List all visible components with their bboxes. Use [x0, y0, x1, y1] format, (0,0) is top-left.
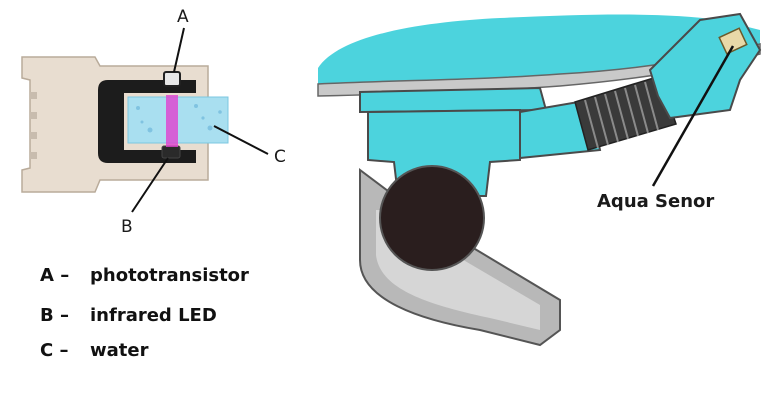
legend-key: B –	[40, 305, 69, 326]
legend-text: water	[90, 340, 149, 361]
legend-item-phototransistor: A – phototransistor	[40, 265, 249, 286]
leader-line-b	[131, 157, 169, 213]
legend-item-water: C – water	[40, 340, 148, 361]
phototransistor-component	[163, 71, 181, 87]
leader-line-a	[173, 27, 185, 73]
legend-text: phototransistor	[90, 265, 249, 286]
callout-c: C	[274, 147, 286, 167]
sensor-module	[21, 27, 269, 213]
drain-collar	[359, 86, 548, 114]
water-bubbles	[136, 104, 222, 133]
aqua-sensor-element	[718, 27, 748, 55]
board-holes	[30, 92, 37, 159]
legend-key: A –	[40, 265, 70, 286]
drain-ball	[379, 165, 485, 271]
legend-text: infrared LED	[90, 305, 217, 326]
leader-line-c	[213, 125, 269, 155]
legend-item-infrared-led: B – infrared LED	[40, 305, 217, 326]
infrared-led-component	[161, 145, 181, 159]
tub-water	[318, 14, 760, 84]
bellows-hose	[574, 75, 677, 151]
sensor-housing	[98, 80, 196, 163]
callout-a: A	[177, 7, 189, 27]
aqua-sensor-label: Aqua Senor	[597, 191, 715, 212]
infrared-beam	[166, 95, 178, 147]
callout-b: B	[121, 217, 133, 237]
aqua-sensor-leader	[651, 45, 735, 187]
legend-key: C –	[40, 340, 69, 361]
drain-assembly	[317, 12, 762, 347]
